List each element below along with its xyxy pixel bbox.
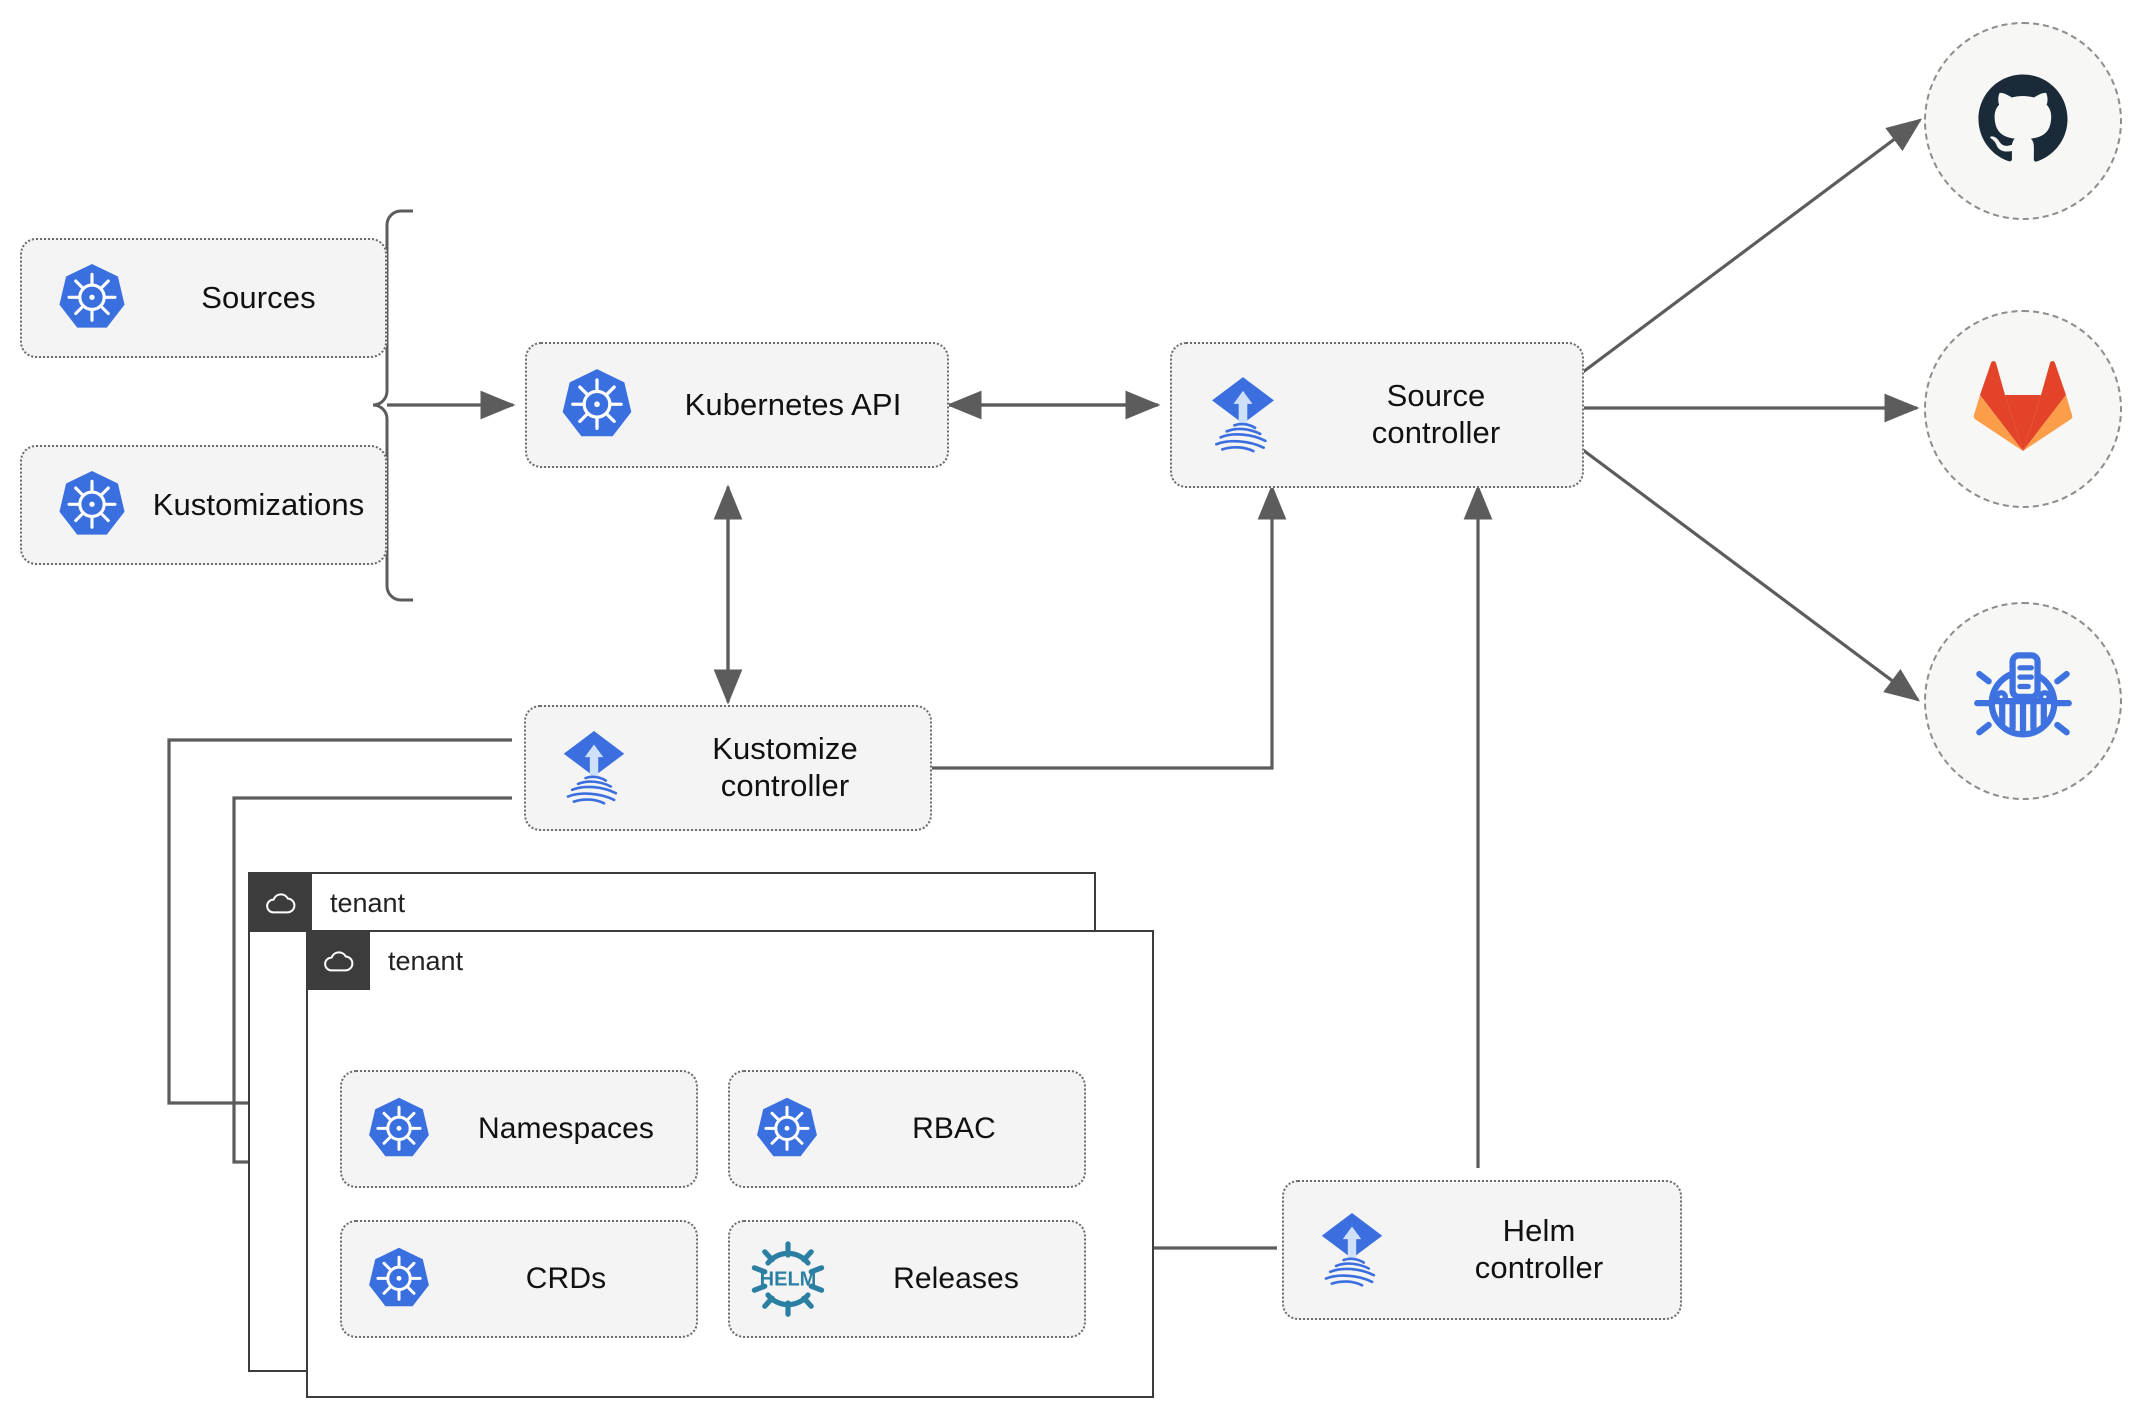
tenant-label: tenant (388, 945, 464, 976)
kubernetes-icon (356, 1095, 442, 1163)
kubernetes-icon (356, 1245, 442, 1313)
node-label: Releases (893, 1262, 1019, 1296)
node-kustomize-controller[interactable]: Kustomize controller (524, 705, 932, 831)
node-label: Kustomize controller (712, 731, 858, 803)
helm-icon: HELM (742, 1239, 834, 1319)
node-label: Source controller (1371, 378, 1501, 450)
flux-icon (542, 726, 646, 810)
node-kustomizations[interactable]: Kustomizations (20, 445, 387, 565)
kubernetes-icon (46, 261, 138, 335)
node-label: RBAC (912, 1112, 996, 1146)
gitlab-icon (1973, 359, 2073, 460)
node-label: Namespaces (477, 1112, 655, 1146)
node-releases[interactable]: HELM Releases (728, 1220, 1086, 1338)
node-label: Sources (201, 279, 316, 315)
node-label: Kubernetes API (684, 386, 902, 422)
node-namespaces[interactable]: Namespaces (340, 1070, 698, 1188)
node-label: Kustomizations (152, 486, 365, 522)
kubernetes-icon (46, 468, 138, 542)
node-source-controller[interactable]: Source controller (1170, 342, 1584, 488)
node-crds[interactable]: CRDs (340, 1220, 698, 1338)
flux-icon (1190, 372, 1296, 458)
cloud-icon (308, 932, 370, 990)
node-helm-controller[interactable]: Helm controller (1282, 1180, 1682, 1320)
tenant-container-inner[interactable]: tenant Namespaces (306, 930, 1154, 1398)
flux-icon (1300, 1208, 1404, 1292)
endpoint-oci-registry[interactable] (1924, 602, 2122, 800)
endpoint-github[interactable] (1924, 22, 2122, 220)
github-icon (1970, 66, 2076, 177)
oci-registry-icon (1971, 647, 2075, 756)
node-label: CRDs (525, 1262, 607, 1296)
cloud-icon (250, 874, 312, 932)
svg-text:HELM: HELM (760, 1268, 817, 1290)
tenant-label: tenant (330, 887, 406, 918)
node-rbac[interactable]: RBAC (728, 1070, 1086, 1188)
node-sources[interactable]: Sources (20, 238, 387, 358)
node-label: Helm controller (1474, 1213, 1604, 1285)
endpoint-gitlab[interactable] (1924, 310, 2122, 508)
kubernetes-icon (744, 1095, 830, 1163)
kubernetes-icon (549, 366, 645, 444)
node-kubernetes-api[interactable]: Kubernetes API (525, 342, 949, 468)
